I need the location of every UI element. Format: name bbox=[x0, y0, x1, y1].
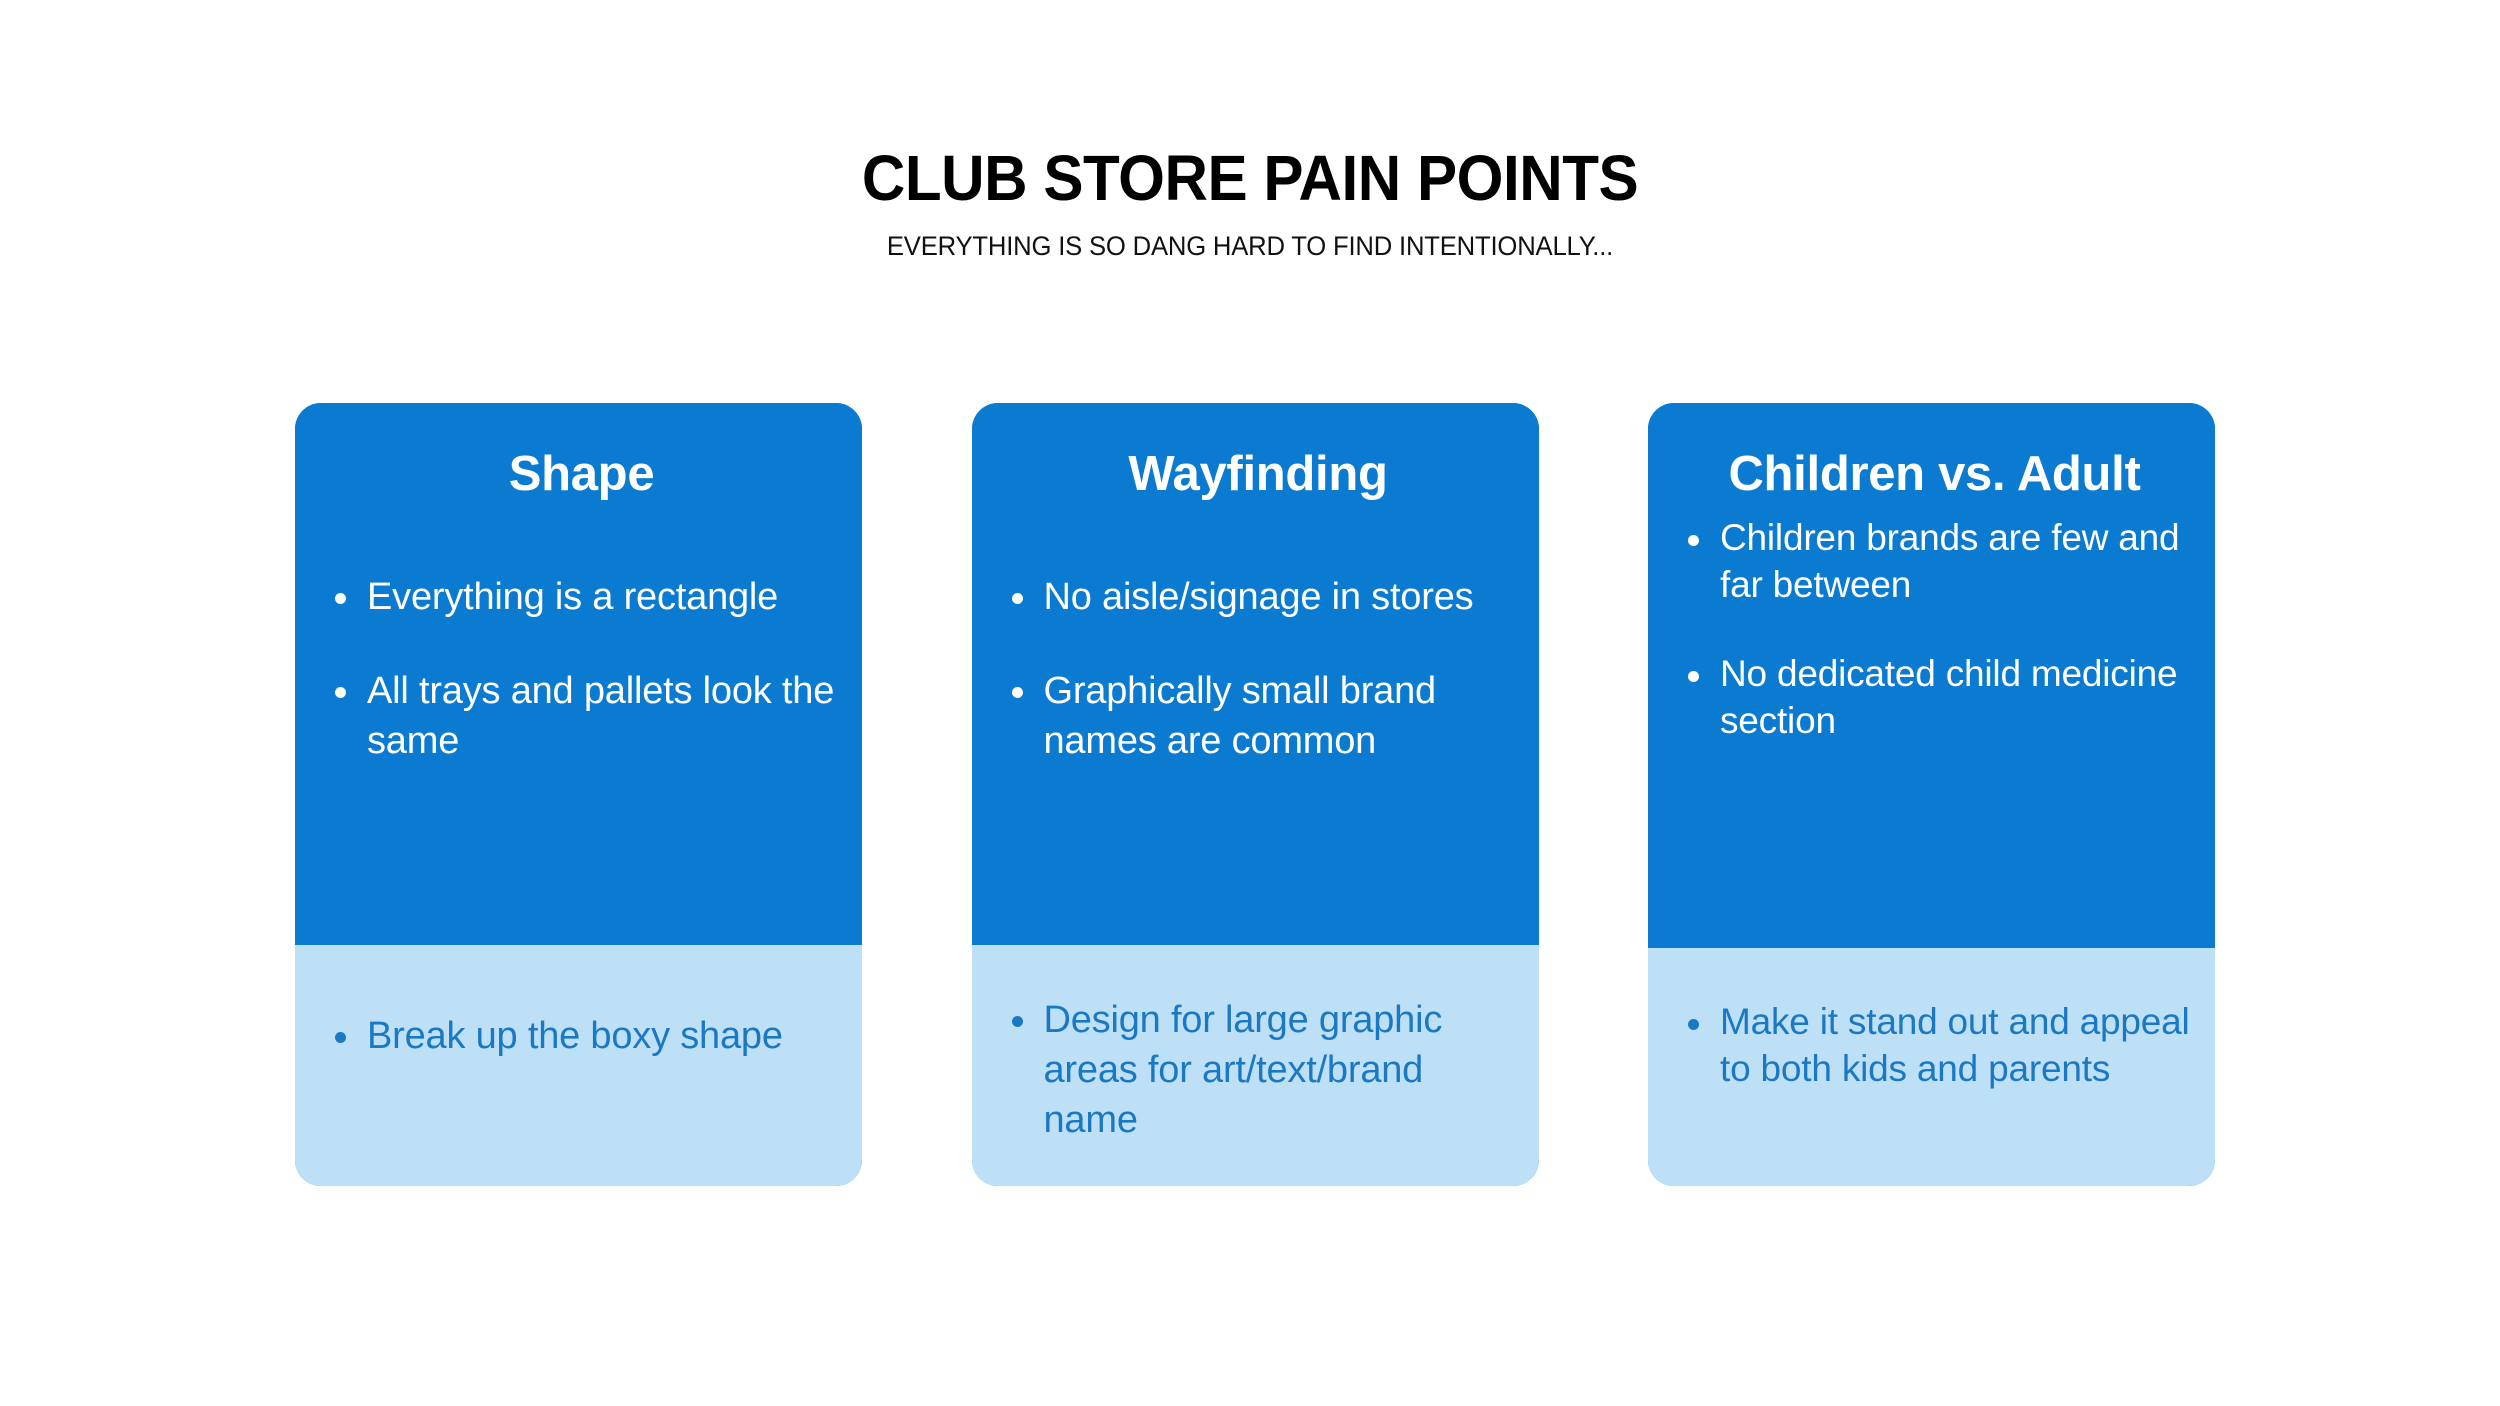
page-title: CLUB STORE PAIN POINTS bbox=[861, 142, 1639, 214]
card-title: Children vs. Adult bbox=[1728, 447, 2141, 501]
opportunity-list: Design for large graphic areas for art/t… bbox=[998, 995, 1519, 1145]
card-primary-section: Children vs. Adult Children brands are f… bbox=[1648, 403, 2215, 948]
card-primary-section: Shape Everything is a rectangle All tray… bbox=[295, 403, 862, 945]
list-item: All trays and pallets look the same bbox=[321, 666, 842, 766]
opportunity-list: Make it stand out and appeal to both kid… bbox=[1674, 998, 2195, 1092]
list-item: No aisle/signage in stores bbox=[998, 572, 1519, 622]
list-item: Make it stand out and appeal to both kid… bbox=[1674, 998, 2195, 1092]
page-subtitle: EVERYTHING IS SO DANG HARD TO FIND INTEN… bbox=[886, 231, 1614, 261]
card-secondary-section: Make it stand out and appeal to both kid… bbox=[1648, 948, 2215, 1186]
list-item: Break up the boxy shape bbox=[321, 1011, 842, 1061]
card-title: Wayfinding bbox=[1128, 447, 1388, 501]
list-item: Everything is a rectangle bbox=[321, 572, 842, 622]
card-title: Shape bbox=[508, 447, 655, 501]
pain-point-list: Children brands are few and far between … bbox=[1674, 514, 2195, 744]
card-primary-section: Wayfinding No aisle/signage in stores Gr… bbox=[971, 403, 1539, 945]
pain-points-card-row: Shape Everything is a rectangle All tray… bbox=[295, 403, 2215, 1186]
page-header: CLUB STORE PAIN POINTS EVERYTHING IS SO … bbox=[0, 0, 2500, 262]
pain-point-list: Everything is a rectangle All trays and … bbox=[321, 572, 842, 766]
list-item: Children brands are few and far between bbox=[1674, 514, 2195, 608]
list-item: Graphically small brand names are common bbox=[998, 666, 1519, 766]
pain-point-list: No aisle/signage in stores Graphically s… bbox=[998, 572, 1519, 766]
pain-point-card-children-vs-adult[interactable]: Children vs. Adult Children brands are f… bbox=[1648, 403, 2215, 1186]
list-item: Design for large graphic areas for art/t… bbox=[998, 995, 1519, 1145]
pain-point-card-shape[interactable]: Shape Everything is a rectangle All tray… bbox=[295, 403, 862, 1186]
pain-point-card-wayfinding[interactable]: Wayfinding No aisle/signage in stores Gr… bbox=[971, 403, 1539, 1186]
opportunity-list: Break up the boxy shape bbox=[321, 1011, 842, 1061]
card-secondary-section: Design for large graphic areas for art/t… bbox=[971, 945, 1539, 1186]
list-item: No dedicated child medicine section bbox=[1674, 650, 2195, 744]
card-secondary-section: Break up the boxy shape bbox=[295, 945, 862, 1186]
